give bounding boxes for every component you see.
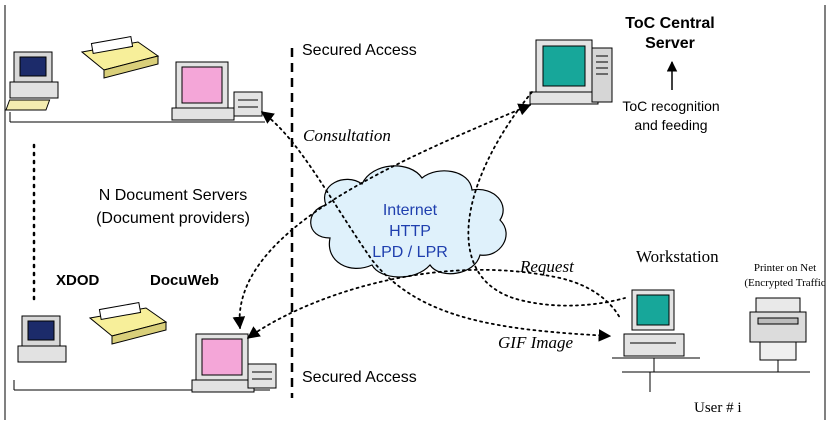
- consultation-label: Consultation: [303, 126, 391, 145]
- toc-server-line1: ToC Central: [625, 15, 715, 32]
- scanner-workstation-icon: [5, 36, 265, 123]
- docuweb-request-arrow: [246, 268, 621, 339]
- desktop-computer-icon: [612, 289, 700, 372]
- toc-recog-line1: ToC recognition: [622, 98, 720, 114]
- docuweb-label: DocuWeb: [150, 272, 219, 289]
- toc-server-line2: Server: [645, 35, 695, 52]
- internet-protocols-label: Internet HTTP LPD / LPR: [360, 200, 460, 263]
- http-label: HTTP: [389, 223, 431, 240]
- request-label: Request: [520, 257, 574, 276]
- user-label: User # i: [694, 400, 742, 416]
- secured-access-bottom-label: Secured Access: [302, 369, 417, 386]
- document-servers-label: N Document Servers (Document providers): [68, 184, 278, 230]
- toc-central-server-label: ToC Central Server: [610, 14, 730, 54]
- printer-label: Printer on Net (Encrypted Traffic: [730, 261, 830, 291]
- desktop-computer-icon: [191, 333, 277, 393]
- gif-image-label: GIF Image: [498, 333, 574, 352]
- workstation-label: Workstation: [636, 247, 719, 266]
- server-tower-icon: [529, 39, 613, 105]
- toc-recog-line2: and feeding: [634, 117, 708, 133]
- doc-servers-line2: (Document providers): [96, 210, 250, 227]
- printer-line1: Printer on Net: [753, 262, 817, 274]
- toc-recognition-label: ToC recognition and feeding: [605, 97, 737, 135]
- doc-servers-line1: N Document Servers: [98, 187, 248, 204]
- xdod-label: XDOD: [56, 272, 100, 289]
- network-printer-icon: [749, 297, 807, 372]
- workstation-toc-arrow: [467, 91, 626, 307]
- desktop-computer-icon: [171, 61, 263, 121]
- scanner-workstation-icon: [13, 302, 270, 391]
- secured-access-top-label: Secured Access: [302, 42, 417, 59]
- document-to-toc-arrow: [232, 103, 532, 330]
- internet-label: Internet: [382, 202, 438, 219]
- printer-line2: (Encrypted Traffic: [744, 277, 826, 289]
- lpd-lpr-label: LPD / LPR: [372, 244, 448, 261]
